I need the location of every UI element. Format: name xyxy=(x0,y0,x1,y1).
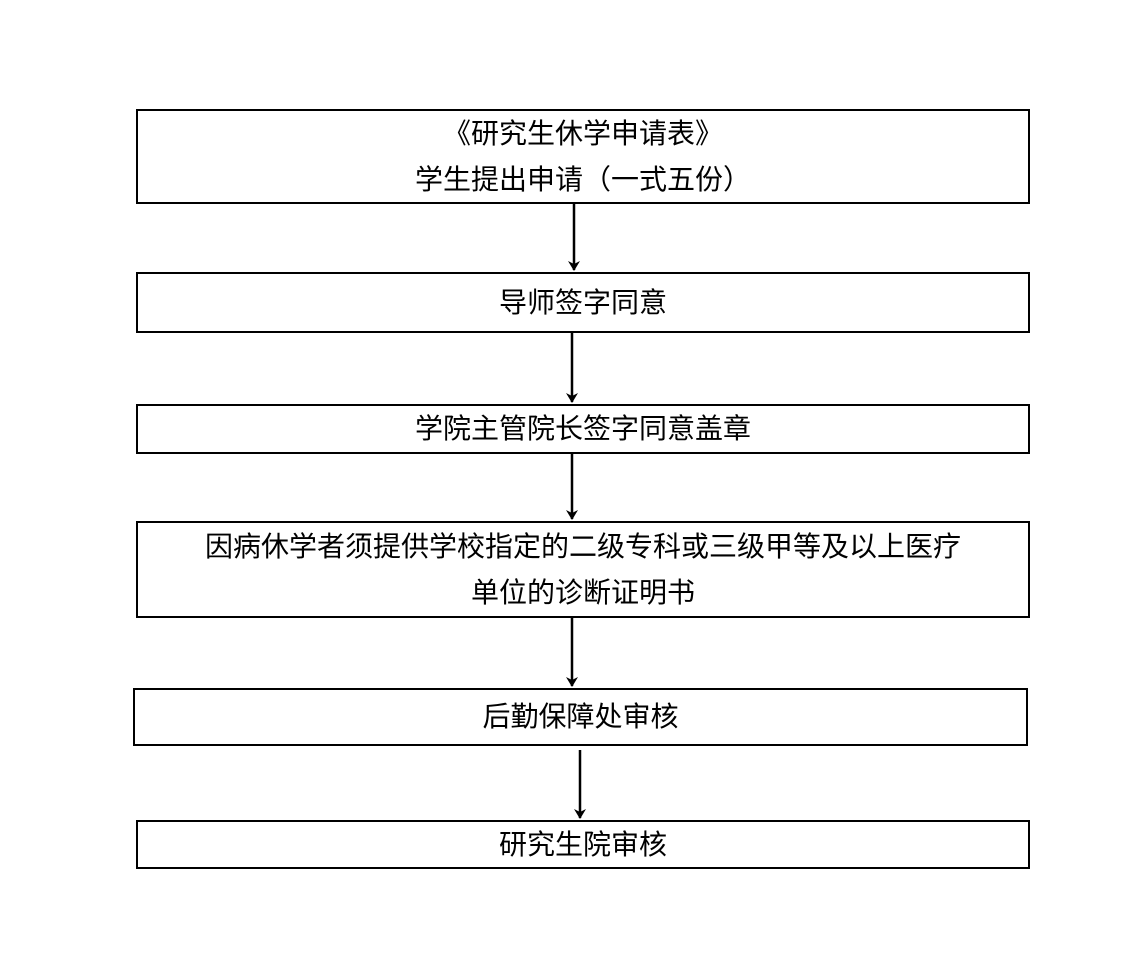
step-logistics-review: 后勤保障处审核 xyxy=(133,688,1028,746)
step-supervisor-approval: 导师签字同意 xyxy=(136,272,1030,333)
step-graduate-school-review: 研究生院审核 xyxy=(136,820,1030,869)
step-student-application-detail: 学生提出申请（一式五份） xyxy=(414,162,751,196)
step-medical-certificate: 因病休学者须提供学校指定的二级专科或三级甲等及以上医疗 单位的诊断证明书 xyxy=(136,521,1030,618)
step-student-application-title: 《研究生休学申请表》 xyxy=(442,116,723,150)
step-supervisor-approval-label: 导师签字同意 xyxy=(498,285,667,319)
step-graduate-school-review-label: 研究生院审核 xyxy=(498,827,667,861)
step-student-application: 《研究生休学申请表》 学生提出申请（一式五份） xyxy=(136,109,1030,204)
step-medical-certificate-line-1: 因病休学者须提供学校指定的二级专科或三级甲等及以上医疗 xyxy=(204,529,961,563)
step-dean-approval: 学院主管院长签字同意盖章 xyxy=(136,404,1030,454)
step-logistics-review-label: 后勤保障处审核 xyxy=(482,700,679,733)
step-medical-certificate-line-2: 单位的诊断证明书 xyxy=(470,575,695,609)
step-dean-approval-label: 学院主管院长签字同意盖章 xyxy=(414,412,751,445)
